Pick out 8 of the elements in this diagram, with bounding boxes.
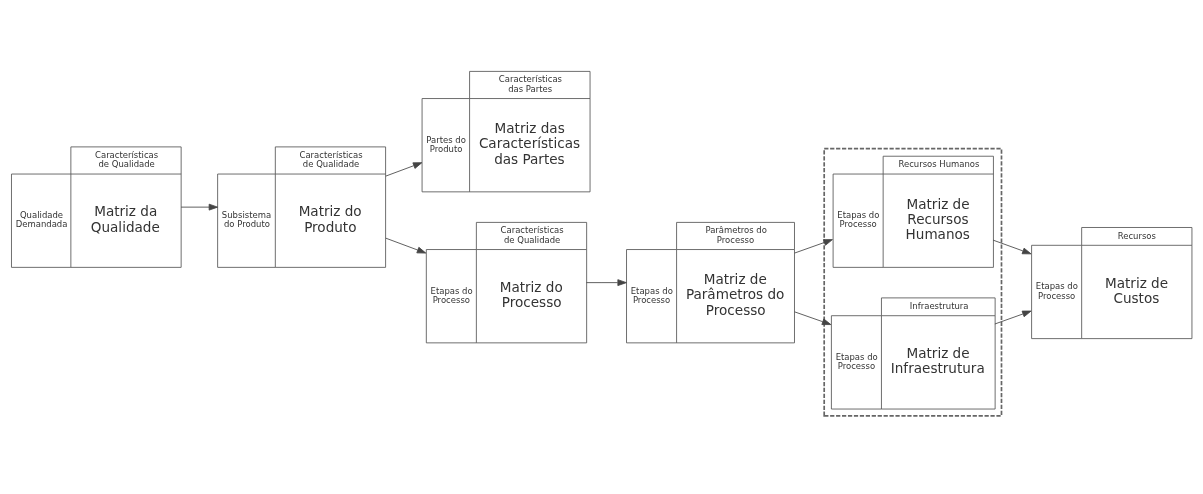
arrow (586, 279, 627, 287)
arrow (180, 203, 219, 211)
arrow (992, 239, 1032, 255)
arrow (385, 237, 427, 254)
arrow (794, 311, 832, 325)
arrow (794, 239, 833, 254)
arrow (385, 162, 423, 177)
arrow (994, 310, 1032, 325)
